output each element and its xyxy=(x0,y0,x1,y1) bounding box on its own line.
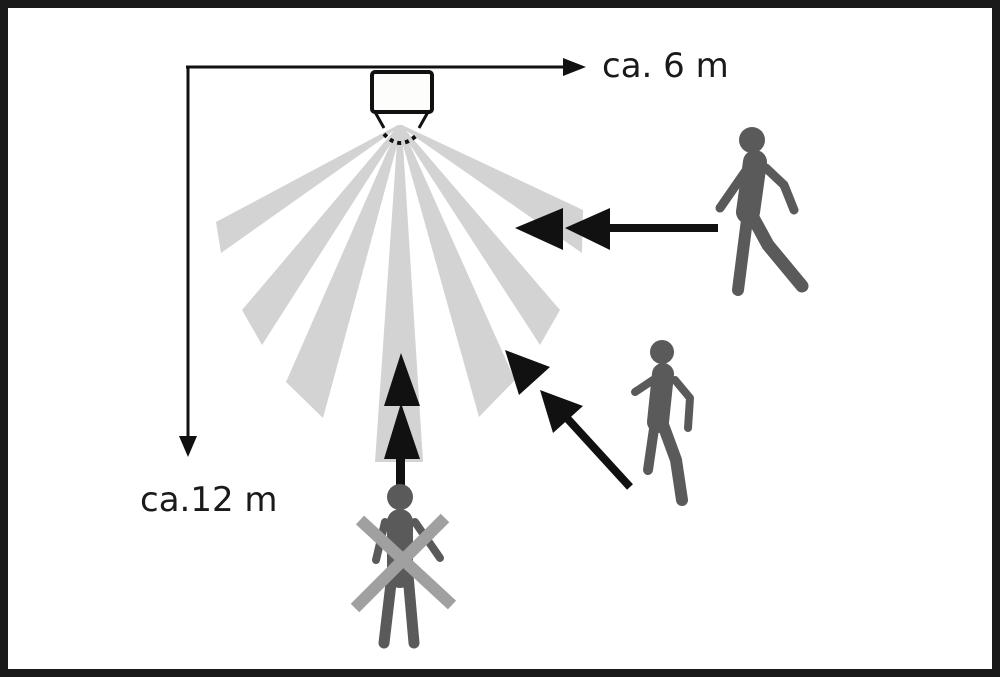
beam-2 xyxy=(242,126,402,345)
beam-3 xyxy=(286,127,402,418)
depth-arrowhead-icon xyxy=(179,436,197,457)
person-walking-diagonal-icon xyxy=(631,340,694,506)
arrow-shaft xyxy=(600,224,718,232)
beam-4 xyxy=(375,128,423,462)
arrowhead-icon xyxy=(384,403,420,459)
width-label: ca. 6 m xyxy=(602,46,729,86)
beam-5 xyxy=(398,127,515,417)
beam-1 xyxy=(216,125,402,253)
depth-label: ca.12 m xyxy=(140,480,278,520)
approach-arrows-right xyxy=(515,208,718,250)
width-arrowhead-icon xyxy=(563,58,586,76)
approach-arrows-diagonal xyxy=(505,350,633,490)
arrowhead-icon xyxy=(505,350,550,395)
arrowhead-icon xyxy=(565,208,610,250)
dimension-axes xyxy=(179,58,586,457)
beam-6 xyxy=(398,126,560,345)
arrowhead-icon xyxy=(540,390,583,433)
person-walking-right-icon xyxy=(715,127,809,296)
detection-beams xyxy=(216,125,583,462)
approach-arrows-up xyxy=(384,353,420,487)
arrow-shaft xyxy=(396,445,405,487)
not-detected-cross-icon xyxy=(350,513,457,613)
motion-sensor-icon xyxy=(370,70,434,145)
arrowhead-icon xyxy=(515,208,563,250)
arrowhead-icon xyxy=(384,353,420,406)
